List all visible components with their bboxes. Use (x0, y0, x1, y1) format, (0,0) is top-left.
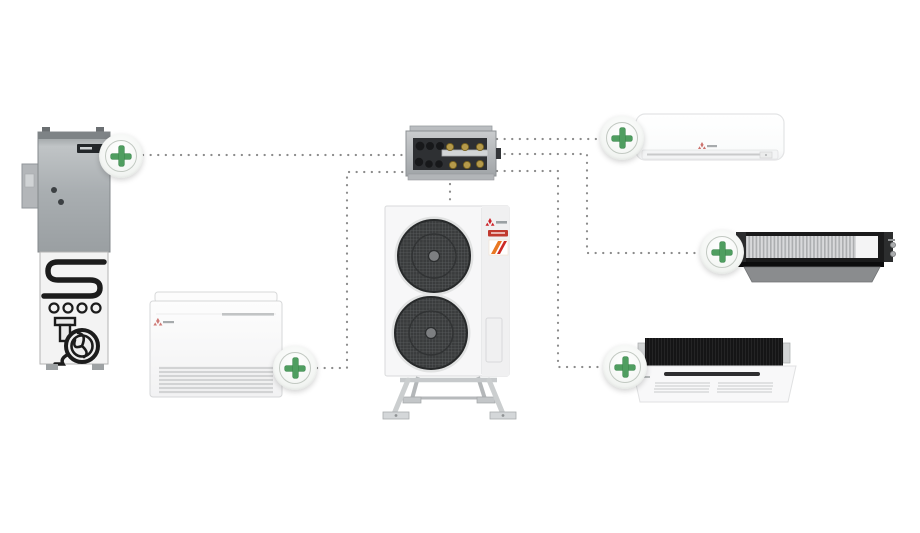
hydro-panel (39, 251, 109, 366)
end-box (856, 236, 878, 258)
knockout-ports (414, 141, 444, 168)
hotspot-ring (105, 140, 137, 172)
fan-grille-bottom (391, 293, 471, 373)
ceiling-concealed-ducted-unit (734, 226, 896, 290)
cabinet-tab (96, 127, 104, 133)
hotspot-ring (279, 352, 311, 384)
plus-icon (612, 128, 632, 148)
cabinet-tab (42, 127, 50, 133)
pump-icon (53, 316, 100, 366)
intake-grille (654, 382, 773, 393)
hotspot-ring (609, 351, 641, 383)
plus-icon (285, 358, 305, 378)
pipe-connections (888, 239, 896, 257)
cassette-panel (631, 365, 797, 403)
vertical-air-handler (20, 124, 148, 376)
plus-icon (615, 357, 635, 377)
louver-grille (159, 366, 273, 394)
bottom-tray (743, 266, 881, 283)
fan-grille-top (394, 216, 474, 296)
plus-icon (712, 242, 732, 262)
hotspot-ducted-unit[interactable] (700, 230, 744, 274)
plus-icon (111, 146, 131, 166)
line-branchbox-to-cassette (495, 169, 604, 369)
cassette-heat-exchanger (645, 338, 783, 366)
mitsubishi-logo-icon (642, 376, 650, 378)
refrigerant-ports (445, 142, 485, 170)
mitsubishi-logo-icon (153, 317, 174, 326)
hotspot-floor-console[interactable] (273, 346, 317, 390)
wall-mounted-unit (634, 110, 790, 172)
h2i-badge-icon (488, 239, 509, 256)
hotspot-ceiling-cassette[interactable] (603, 345, 647, 389)
one-way-ceiling-cassette (628, 336, 800, 404)
floor-mounted-console (148, 290, 288, 402)
hotspot-wall-unit[interactable] (600, 116, 644, 160)
coil-icon (41, 259, 107, 299)
line-console-to-branchbox (315, 170, 406, 370)
mitsubishi-logo-icon (698, 142, 717, 149)
hotspot-ring (706, 236, 738, 268)
indicator-circles-icon (48, 302, 102, 314)
mounting-stand (382, 376, 517, 420)
coil-fins (746, 236, 856, 258)
hotspot-air-handler[interactable] (99, 134, 143, 178)
mitsubishi-logo-icon (485, 218, 507, 226)
line-branchbox-to-ducted (495, 152, 701, 255)
outdoor-unit (378, 198, 523, 430)
air-outlet-slot (664, 372, 760, 376)
branch-box (405, 124, 501, 184)
hotspot-ring (606, 122, 638, 154)
